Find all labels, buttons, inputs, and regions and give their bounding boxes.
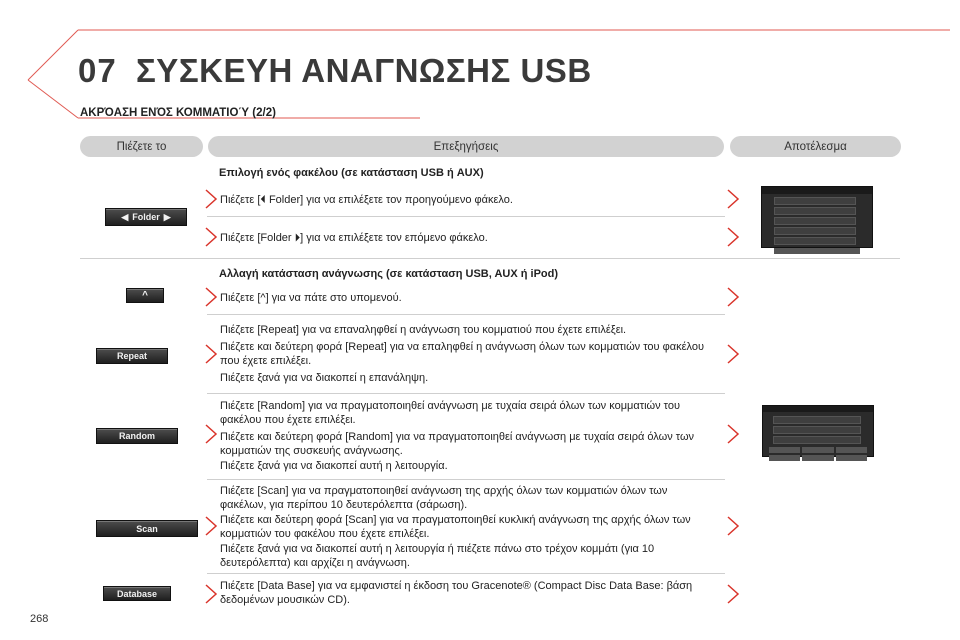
chevron-right-icon bbox=[205, 516, 218, 536]
scan-button-label: Scan bbox=[136, 523, 158, 534]
repeat-text-2: Πιέζετε και δεύτερη φορά [Repeat] για να… bbox=[220, 341, 704, 367]
random-button[interactable]: Random bbox=[96, 428, 178, 444]
group-separator bbox=[80, 258, 900, 259]
repeat-text-1: Πιέζετε [Repeat] για να επαναληφθεί η αν… bbox=[220, 324, 627, 336]
scan-button[interactable]: Scan bbox=[96, 520, 198, 537]
row-separator bbox=[207, 216, 725, 217]
row-separator bbox=[207, 479, 725, 480]
chevron-right-icon bbox=[205, 227, 218, 247]
chevron-right-icon bbox=[727, 344, 740, 364]
column-header-press: Πιέζετε το bbox=[80, 136, 203, 157]
chevron-right-icon bbox=[727, 424, 740, 444]
chevron-right-icon bbox=[727, 584, 740, 604]
header-decoration bbox=[27, 29, 950, 119]
database-button-label: Database bbox=[116, 588, 158, 599]
arrow-right-icon: ▶ bbox=[163, 211, 171, 222]
chevron-right-icon bbox=[205, 189, 218, 209]
chevron-right-icon bbox=[205, 287, 218, 307]
chevron-right-icon bbox=[727, 227, 740, 247]
group-title-read-mode: Αλλαγή κατάσταση ανάγνωσης (σε κατάσταση… bbox=[219, 268, 559, 280]
result-screenshot-folder bbox=[761, 186, 873, 254]
scan-text-3: Πιέζετε ξανά για να διακοπεί αυτή η λειτ… bbox=[220, 543, 655, 569]
repeat-button-label: Repeat bbox=[116, 351, 147, 361]
random-button-label: Random bbox=[119, 431, 155, 441]
chapter-title: ΣΥΣΚΕΥΗ ΑΝΑΓΝΩΣΗΣ USB bbox=[136, 52, 592, 89]
column-header-explanations: Επεξηγήσεις bbox=[208, 136, 724, 157]
random-text-1: Πιέζετε [Random] για να πραγματοποιηθεί … bbox=[220, 400, 680, 426]
folder-button[interactable]: ◀ Folder ▶ bbox=[105, 208, 187, 226]
row-separator bbox=[207, 393, 725, 394]
up-button-label: ^ bbox=[142, 290, 148, 301]
chevron-right-icon bbox=[205, 344, 218, 364]
chevron-right-icon bbox=[727, 287, 740, 307]
database-text: Πιέζετε [Data Base] για να εμφανιστεί η … bbox=[220, 580, 693, 606]
database-button[interactable]: Database bbox=[103, 586, 171, 601]
chevron-right-icon bbox=[205, 584, 218, 604]
chevron-right-icon bbox=[205, 424, 218, 444]
folder-previous-text: Πιέζετε [⏴ Folder] για να επιλέξετε τον … bbox=[220, 194, 513, 206]
column-header-result: Αποτέλεσμα bbox=[730, 136, 901, 157]
row-separator bbox=[207, 314, 725, 315]
arrow-left-icon: ◀ bbox=[121, 211, 129, 222]
result-screenshot-read-mode bbox=[762, 405, 874, 461]
repeat-button[interactable]: Repeat bbox=[96, 348, 168, 364]
row-separator bbox=[207, 573, 725, 574]
up-text: Πιέζετε [^] για να πάτε στο υπομενού. bbox=[220, 292, 402, 304]
chevron-right-icon bbox=[727, 189, 740, 209]
up-button[interactable]: ^ bbox=[126, 288, 164, 303]
random-text-3: Πιέζετε ξανά για να διακοπεί αυτή η λειτ… bbox=[220, 460, 448, 472]
scan-text-2: Πιέζετε και δεύτερη φορά [Scan] για να π… bbox=[220, 514, 691, 540]
chapter-number: 07 bbox=[78, 52, 117, 89]
folder-next-text: Πιέζετε [Folder ⏵] για να επιλέξετε τον … bbox=[220, 232, 488, 244]
chevron-right-icon bbox=[727, 516, 740, 536]
repeat-text-3: Πιέζετε ξανά για να διακοπεί η επανάληψη… bbox=[220, 372, 429, 384]
scan-text-1: Πιέζετε [Scan] για να πραγματοποιηθεί αν… bbox=[220, 485, 668, 511]
random-text-2: Πιέζετε και δεύτερη φορά [Random] για να… bbox=[220, 431, 695, 457]
page-number: 268 bbox=[30, 613, 49, 625]
group-title-folder: Επιλογή ενός φακέλου (σε κατάσταση USB ή… bbox=[219, 167, 484, 179]
folder-button-label: Folder bbox=[132, 212, 160, 222]
section-title: ΑΚΡΌΑΣΗ ΕΝΌΣ ΚΟΜΜΑΤΙΟΎ (2/2) bbox=[80, 107, 276, 119]
